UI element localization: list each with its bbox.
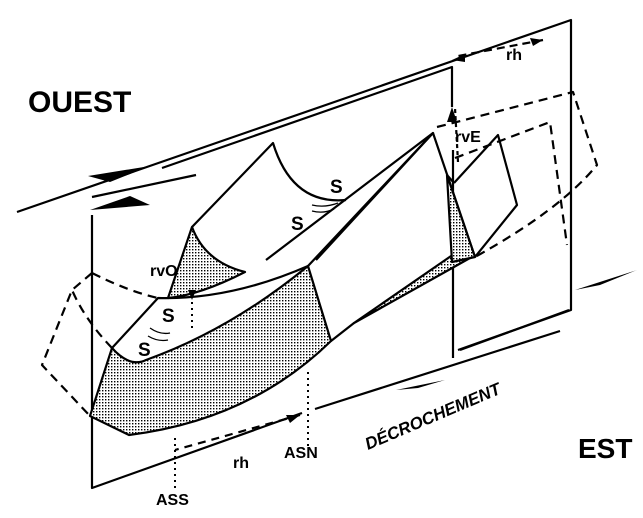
label-s4: S [138, 340, 151, 361]
west-upper-block [191, 141, 347, 228]
arrow-left-decrochement [396, 380, 445, 390]
arrowhead-rh-bottom [286, 415, 300, 423]
label-s2: S [291, 214, 304, 235]
label-west: OUEST [28, 86, 131, 119]
arrow-right-east [575, 270, 637, 290]
arrowhead-rvO [188, 290, 196, 300]
main-block-shaded-face [88, 264, 333, 437]
arrowhead-rvE [447, 107, 457, 122]
west-block-shaded-face [166, 225, 247, 300]
dashed-outlines [40, 38, 599, 452]
arrowhead-rh-top [530, 38, 543, 46]
motion-arrows [88, 38, 637, 423]
label-ass: ASS [156, 492, 189, 509]
slickenside-marks [147, 202, 339, 342]
label-s3: S [162, 306, 175, 327]
label-s1: S [330, 177, 343, 198]
arrow-right-upper [88, 166, 150, 182]
label-rh-top: rh [506, 47, 522, 64]
label-asn: ASN [284, 445, 318, 462]
label-decrochement: DÉCROCHEMENT [362, 379, 505, 454]
front-plane-edge [90, 173, 561, 490]
right-lower-edge [330, 322, 355, 342]
east-shaded-sliver [445, 173, 477, 264]
arrowhead-rh-top-left [452, 54, 465, 62]
label-rvO: rvO [150, 263, 178, 280]
arrow-left-upper [90, 196, 150, 210]
label-rvE: rvE [455, 129, 481, 146]
label-rh-bottom: rh [233, 455, 249, 472]
east-small-block [446, 133, 519, 258]
label-east: EST [578, 433, 632, 464]
east-plane-edge [459, 308, 570, 352]
